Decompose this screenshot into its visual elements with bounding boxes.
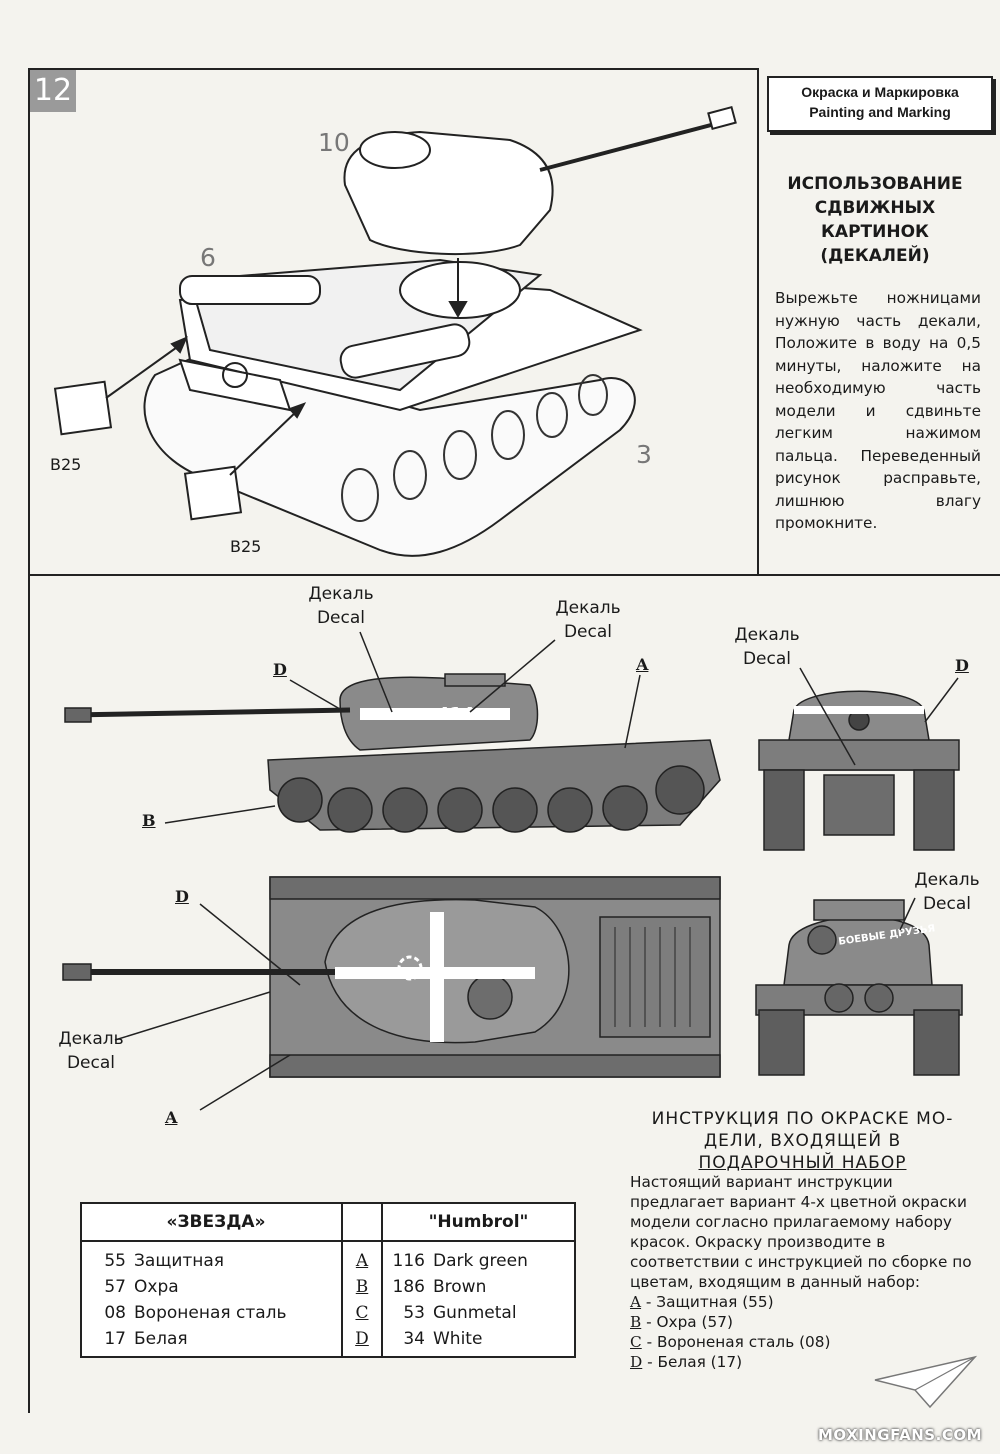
section-header-en: Painting and Marking <box>809 104 951 120</box>
decal-callout-2: Декаль Decal <box>543 596 633 644</box>
decal-callout-4-en: Decal <box>922 894 972 914</box>
part-number-turret: 10 <box>318 128 350 157</box>
assembly-drawing <box>53 105 737 557</box>
decal-callout-5-ru: Декаль <box>58 1029 124 1049</box>
frame-left <box>28 68 30 1413</box>
paint-color-list: A - Защитная (55) B - Охра (57) C - Воро… <box>630 1292 990 1372</box>
decal-callout-2-en: Decal <box>563 622 613 642</box>
paint-instructions-title-line3: ПОДАРОЧНЫЙ НАБОР <box>698 1153 907 1173</box>
color-letter-a-top: A <box>165 1108 178 1127</box>
table-header-spacer <box>342 1203 383 1242</box>
part-label-b25-left: B25 <box>50 455 82 474</box>
decal-callout-5-en: Decal <box>66 1053 116 1073</box>
decal-callout-1-en: Decal <box>316 608 366 628</box>
paper-plane-logo-icon <box>874 1355 978 1409</box>
table-letter: C <box>355 1303 369 1323</box>
color-letter-a-side: A <box>636 655 649 674</box>
section-header: Окраска и Маркировка Painting and Markin… <box>767 76 993 132</box>
paint-instructions-title-line2: ДЕЛИ, ВХОДЯЩЕЙ В <box>703 1131 902 1151</box>
table-letter: A <box>355 1251 369 1271</box>
watermark: MOXINGFANS.COM <box>817 1426 982 1444</box>
part-number-tracks: 3 <box>636 440 652 469</box>
paint-color-item: D - Белая (17) <box>630 1353 743 1371</box>
tank-rear-view <box>755 899 963 1076</box>
table-header-zvezda: «ЗВЕЗДА» <box>81 1203 343 1242</box>
decal-callout-2-ru: Декаль <box>555 598 621 618</box>
paint-instructions-text: Настоящий вариант инструкции предлагает … <box>630 1173 972 1291</box>
frame-divider-horizontal <box>30 574 1000 576</box>
paint-color-item: B - Охра (57) <box>630 1313 733 1331</box>
color-letter-d-front: D <box>955 656 969 675</box>
decal-callout-3-ru: Декаль <box>734 625 800 645</box>
part-number-hull: 6 <box>200 243 216 272</box>
letter-column: A B C D <box>342 1241 383 1357</box>
step-number: 12 <box>30 70 76 112</box>
paint-color-item: C - Вороненая сталь (08) <box>630 1333 831 1351</box>
frame-top <box>30 68 758 70</box>
paint-color-item: A - Защитная (55) <box>630 1293 774 1311</box>
decal-usage-text: Вырежьте ножницами нужную часть декали, … <box>775 289 981 532</box>
paint-instructions-title: ИНСТРУКЦИЯ ПО ОКРАСКЕ МО- ДЕЛИ, ВХОДЯЩЕЙ… <box>630 1108 975 1174</box>
decal-callout-4: Декаль Decal <box>902 868 992 916</box>
decal-callout-3: Декаль Decal <box>722 623 812 671</box>
color-letter-b-side: B <box>142 811 156 830</box>
decal-callout-4-ru: Декаль <box>914 870 980 890</box>
decal-callout-5: Декаль Decal <box>46 1027 136 1075</box>
section-header-ru: Окраска и Маркировка <box>801 84 959 100</box>
table-letter: D <box>355 1329 369 1349</box>
decal-usage-title: ИСПОЛЬЗОВАНИЕ СДВИЖНЫХ КАРТИНОК (ДЕКАЛЕЙ… <box>787 174 963 266</box>
paint-instructions-body: Настоящий вариант инструкции предлагает … <box>630 1172 990 1372</box>
decal-callout-1: Декаль Decal <box>296 582 386 630</box>
paint-instructions-title-line1: ИНСТРУКЦИЯ ПО ОКРАСКЕ МО- <box>651 1109 954 1129</box>
tank-side-view <box>64 673 721 833</box>
color-letter-d-side: D <box>273 660 287 679</box>
decal-callout-3-en: Decal <box>742 649 792 669</box>
tank-top-view <box>62 876 721 1078</box>
part-label-b25-bottom: B25 <box>230 537 262 556</box>
frame-divider-vertical <box>757 68 759 575</box>
decal-callout-1-ru: Декаль <box>308 584 374 604</box>
color-letter-d-top: D <box>175 887 189 906</box>
table-letter: B <box>355 1277 369 1297</box>
turret-number-side: 414 <box>437 704 475 725</box>
tank-front-view <box>758 690 960 851</box>
table-header-humbrol: "Humbrol" <box>382 1203 575 1242</box>
